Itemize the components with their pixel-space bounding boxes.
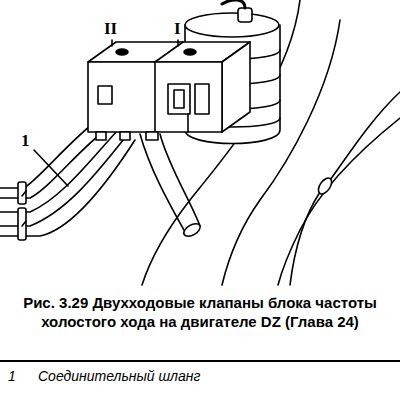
callout-number: II: [103, 20, 118, 38]
callout-number: I: [173, 20, 182, 38]
callout-number: 1: [20, 132, 31, 150]
key-text: Соединительный шланг: [38, 368, 200, 384]
figure-caption: Рис. 3.29 Двухходовые клапаны блока част…: [14, 293, 386, 331]
key-number: 1: [8, 368, 16, 384]
